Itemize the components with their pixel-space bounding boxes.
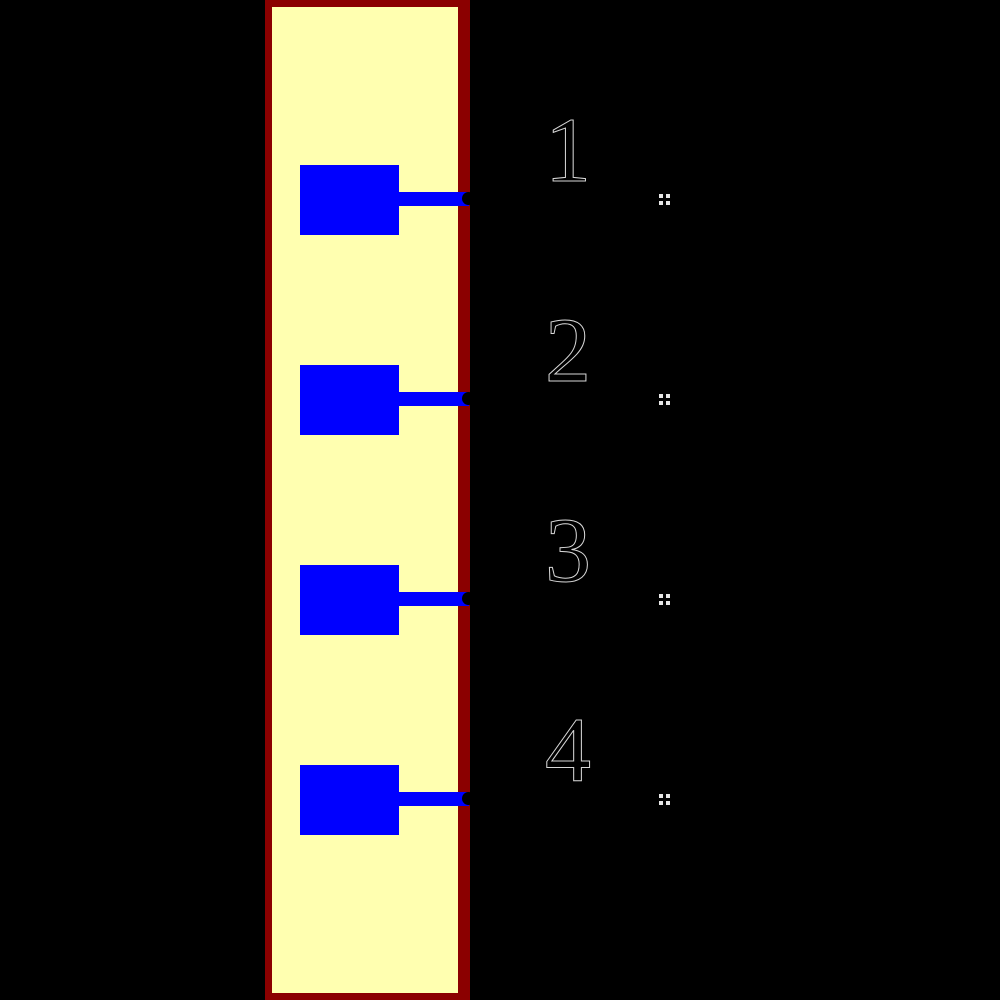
node-connector-2[interactable]	[399, 392, 469, 406]
drag-handle-icon-3[interactable]	[659, 594, 670, 605]
drag-handle-icon-2[interactable]	[659, 394, 670, 405]
node-endpoint-3[interactable]	[462, 592, 475, 605]
node-box-1[interactable]	[300, 165, 399, 235]
label-numeral-2: 2	[545, 299, 592, 401]
node-box-4[interactable]	[300, 765, 399, 835]
label-numeral-4: 4	[545, 699, 592, 801]
node-connector-1[interactable]	[399, 192, 469, 206]
node-connector-4[interactable]	[399, 792, 469, 806]
diagram-panel	[265, 0, 470, 1000]
label-numeral-1: 1	[545, 99, 592, 201]
node-box-3[interactable]	[300, 565, 399, 635]
label-numeral-3: 3	[545, 499, 592, 601]
node-endpoint-4[interactable]	[462, 792, 475, 805]
drag-handle-icon-4[interactable]	[659, 794, 670, 805]
node-connector-3[interactable]	[399, 592, 469, 606]
node-endpoint-2[interactable]	[462, 392, 475, 405]
drag-handle-icon-1[interactable]	[659, 194, 670, 205]
node-box-2[interactable]	[300, 365, 399, 435]
node-endpoint-1[interactable]	[462, 192, 475, 205]
